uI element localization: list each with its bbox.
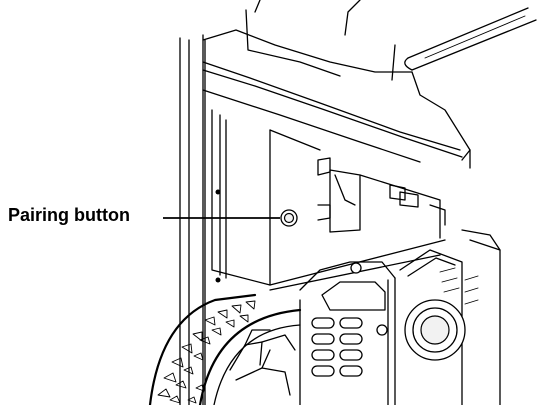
pairing-button-callout-label: Pairing button: [8, 205, 130, 225]
housing-bolt: [376, 324, 388, 336]
cooling-fin-1: [311, 317, 335, 329]
cooling-fin-3: [311, 333, 335, 345]
control-board: [317, 157, 446, 239]
pairing-button[interactable]: [280, 209, 298, 227]
screw-lower: [215, 277, 221, 283]
cooling-fin-4: [339, 333, 363, 345]
carry-handle: [391, 7, 537, 81]
cooling-fin-7: [311, 365, 335, 377]
fan-wheel: [198, 308, 302, 405]
spark-plug-cap: [350, 262, 362, 274]
cooling-fin-5: [311, 349, 335, 361]
cooling-fin-2: [339, 317, 363, 329]
round-port-inner: [420, 315, 450, 345]
screw-upper: [215, 189, 221, 195]
frame-rails: [179, 34, 206, 405]
cooling-fin-6: [339, 349, 363, 361]
cooling-fin-8: [339, 365, 363, 377]
front-panel: [399, 229, 501, 405]
engine-housing: [299, 261, 396, 405]
upper-lid: [202, 0, 471, 169]
tire-tread: [148, 293, 257, 405]
